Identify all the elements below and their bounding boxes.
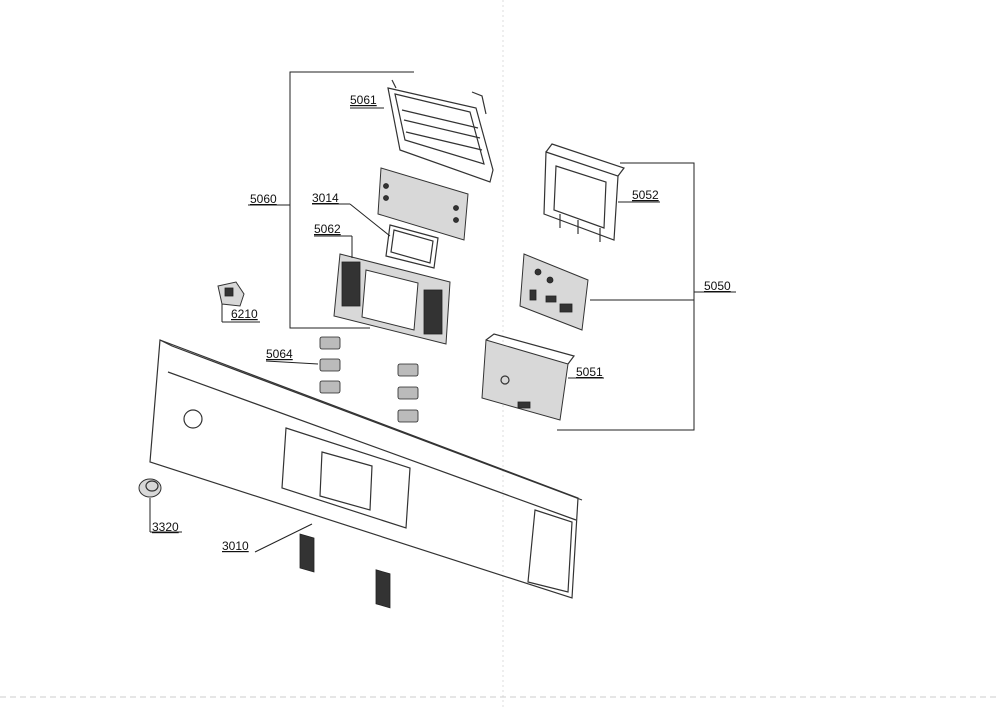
label-5064: 5064 — [266, 347, 293, 361]
label-5062: 5062 — [314, 222, 341, 236]
part-5061-frame — [350, 79, 494, 183]
label-3320: 3320 — [152, 520, 179, 534]
label-3014: 3014 — [312, 191, 339, 205]
part-5062-panel — [314, 235, 451, 345]
label-5050: 5050 — [704, 279, 731, 293]
label-5060: 5060 — [250, 192, 277, 206]
part-6210-switch — [217, 281, 260, 323]
label-5051: 5051 — [576, 365, 603, 379]
part-5052-housing — [543, 143, 660, 242]
label-3010: 3010 — [222, 539, 249, 553]
part-3014-window — [312, 203, 439, 269]
bracket-5050 — [557, 162, 736, 431]
label-6210: 6210 — [231, 307, 258, 321]
part-3010-fascia — [149, 339, 583, 609]
part-5050-pcb — [519, 253, 589, 331]
bracket-5060 — [248, 71, 414, 329]
label-5052: 5052 — [632, 188, 659, 202]
label-5061: 5061 — [350, 93, 377, 107]
part-5064-keys — [265, 336, 419, 423]
part-3320-knob — [138, 478, 182, 533]
part-5051-module — [481, 333, 604, 421]
